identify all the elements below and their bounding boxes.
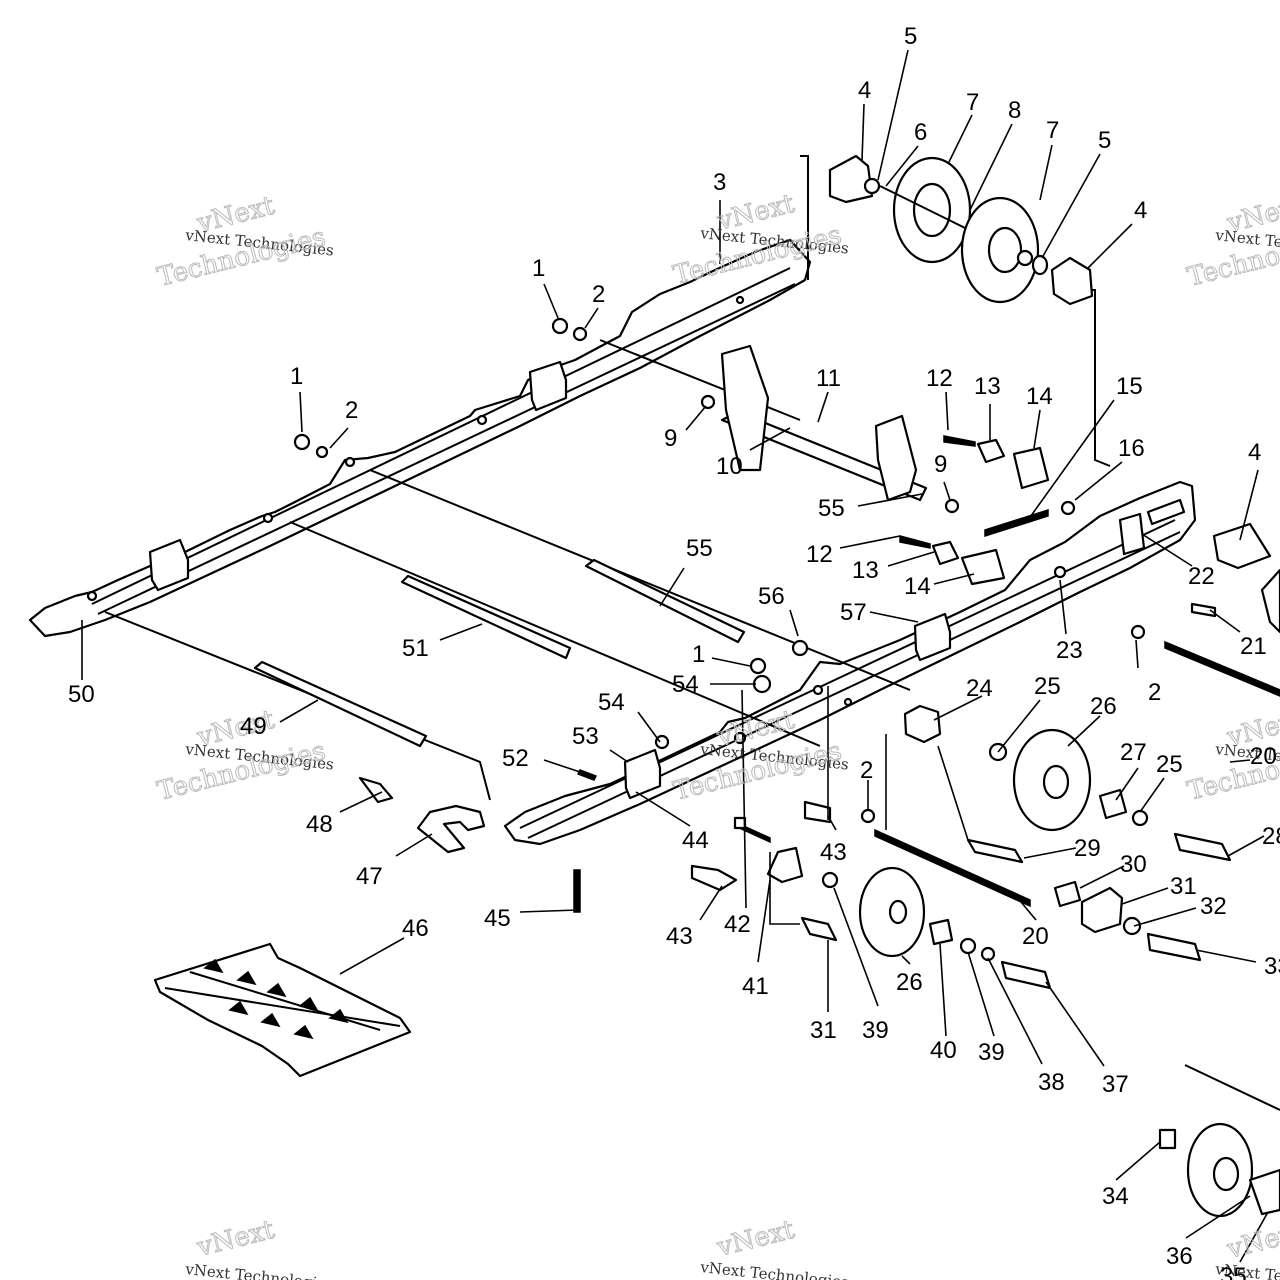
- callout-label: 5: [1098, 127, 1111, 154]
- callout-label: 3: [713, 169, 726, 196]
- callout-label: 47: [356, 863, 383, 890]
- rail-bracket-left: [148, 538, 190, 592]
- callout-label: 12: [926, 365, 953, 392]
- callout-label: 52: [502, 745, 529, 772]
- callout-label: 56: [758, 583, 785, 610]
- callout-label: 4: [1134, 197, 1147, 224]
- left-slide-rail: [28, 238, 812, 638]
- shock-mount-right: [874, 414, 918, 502]
- callout-label: 54: [672, 671, 699, 698]
- callout-label: 14: [1026, 383, 1053, 410]
- callout-label: 2: [1148, 679, 1161, 706]
- callout-label: 40: [930, 1037, 957, 1064]
- watermark-layer: vNext vNext Technologies Technologies vN…: [154, 188, 1280, 1280]
- callout-label: 1: [532, 255, 545, 282]
- callout-label: 25: [1034, 673, 1061, 700]
- callout-label: 32: [1200, 893, 1227, 920]
- callout-label: 2: [860, 757, 873, 784]
- track-section-46: [153, 942, 412, 1078]
- callout-label: 49: [240, 713, 267, 740]
- callout-label: 7: [1046, 117, 1059, 144]
- callout-label: 45: [484, 905, 511, 932]
- callout-label: 21: [1240, 633, 1267, 660]
- callout-label: 20: [1250, 743, 1277, 770]
- callout-label: 23: [1056, 637, 1083, 664]
- callout-label: 46: [402, 915, 429, 942]
- callout-label: 20: [1022, 923, 1049, 950]
- callout-label: 12: [806, 541, 833, 568]
- callout-label: 54: [598, 689, 625, 716]
- hardware-nuts-bolts: [293, 317, 1280, 1150]
- callout-label: 2: [592, 281, 605, 308]
- watermark-brand: vNext: [1223, 1217, 1280, 1265]
- callout-label: 10: [716, 453, 743, 480]
- callout-label: 31: [1170, 873, 1197, 900]
- callout-label: 14: [904, 573, 931, 600]
- callout-label: 55: [818, 495, 845, 522]
- callout-label: 13: [852, 557, 879, 584]
- callout-label: 43: [666, 923, 693, 950]
- callout-label: 1: [290, 363, 303, 390]
- watermark-brand: vNext: [193, 1215, 277, 1263]
- callout-label: 57: [840, 599, 867, 626]
- callout-label: 24: [966, 675, 993, 702]
- rail-bracket-53: [623, 748, 662, 800]
- callout-label: 38: [1038, 1069, 1065, 1096]
- rail-bracket-57: [913, 612, 952, 662]
- callout-label: 50: [68, 681, 95, 708]
- callout-label: 42: [724, 911, 751, 938]
- callout-label: 22: [1188, 563, 1215, 590]
- callout-label: 9: [934, 451, 947, 478]
- callout-label: 15: [1116, 373, 1143, 400]
- callout-label: 28: [1262, 823, 1280, 850]
- callout-label: 5: [904, 23, 917, 50]
- right-slide-rail: [503, 480, 1197, 846]
- callout-label: 44: [682, 827, 709, 854]
- lower-wheels: [858, 568, 1280, 1218]
- watermark-text: vNext Technologies: [184, 1260, 335, 1280]
- callout-label: 2: [345, 397, 358, 424]
- callout-label: 27: [1120, 739, 1147, 766]
- callout-label: 53: [572, 723, 599, 750]
- watermark-text: vNext Technologies: [1214, 1260, 1280, 1280]
- callout-label: 9: [664, 425, 677, 452]
- callout-label: 48: [306, 811, 333, 838]
- callout-label: 39: [862, 1017, 889, 1044]
- rail-cap-47: [416, 804, 486, 854]
- upper-idler-assembly: [800, 154, 1111, 467]
- callout-label: 1: [692, 641, 705, 668]
- callout-label: 11: [816, 365, 841, 392]
- callout-label: 34: [1102, 1183, 1129, 1210]
- callout-label: 8: [1008, 97, 1021, 124]
- callout-label: 35: [1220, 1263, 1247, 1280]
- watermark-brand: vNext: [713, 1215, 797, 1263]
- leader-lines: [81, 49, 1269, 1263]
- watermark-text: vNext Technologies: [699, 1258, 850, 1280]
- callout-label: 7: [966, 89, 979, 116]
- callout-label: 30: [1120, 851, 1147, 878]
- callout-label: 26: [896, 969, 923, 996]
- callout-label: 26: [1090, 693, 1117, 720]
- callout-label: 4: [1248, 439, 1261, 466]
- rail-bracket-mid: [528, 360, 568, 412]
- shock-mount-left: [720, 344, 770, 472]
- callout-label: 36: [1166, 1243, 1193, 1270]
- callout-label: 4: [858, 77, 871, 104]
- callout-label: 39: [978, 1039, 1005, 1066]
- callout-label: 29: [1074, 835, 1101, 862]
- callout-label: 55: [686, 535, 713, 562]
- callout-label: 43: [820, 839, 847, 866]
- callout-label: 25: [1156, 751, 1183, 778]
- callout-labels: 5 4 6 7 8 7 5 4 3 1 2 1 2 11 12 13 14 15…: [68, 23, 1280, 1280]
- callout-label: 37: [1102, 1071, 1129, 1098]
- callout-label: 6: [914, 119, 927, 146]
- callout-label: 41: [742, 973, 769, 1000]
- callout-label: 33: [1264, 953, 1280, 980]
- cross-shafts: [104, 339, 928, 801]
- callout-label: 13: [974, 373, 1001, 400]
- callout-label: 16: [1118, 435, 1145, 462]
- callout-label: 31: [810, 1017, 837, 1044]
- callout-label: 51: [402, 635, 429, 662]
